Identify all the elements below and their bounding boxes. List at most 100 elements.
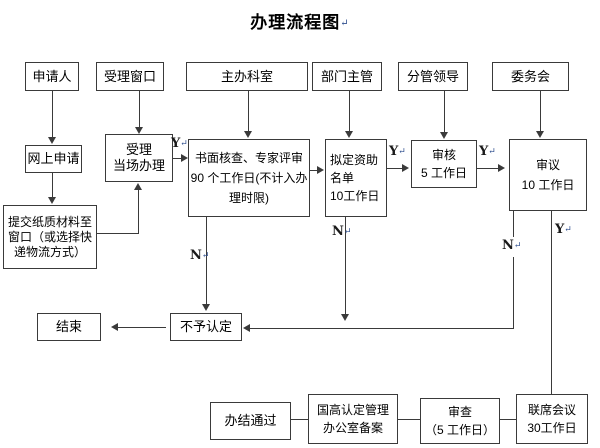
- node-office-filing-line-0: 国高认定管理: [316, 403, 389, 417]
- edge-label-yes-deliberate-to-joint: Y↵: [555, 222, 572, 237]
- node-joint-conference-line-1: 30工作日: [527, 421, 577, 435]
- node-draft-funding-list-line-0: 拟定资助: [330, 153, 379, 167]
- lane-header-applicant[interactable]: 申请人: [25, 62, 79, 91]
- lane-header-committee-meeting-label: 委务会: [510, 68, 550, 84]
- lane-header-host-department-label: 主办科室: [220, 68, 273, 84]
- node-completed-approved-line-0: 办结通过: [224, 413, 277, 428]
- arrowhead-submit-to-accept: [134, 183, 142, 190]
- connector-reject-to-end: [118, 327, 166, 328]
- edge-label-no-deliberate-reject: N↵: [502, 238, 521, 253]
- arrowhead-draft-reject: [341, 314, 349, 321]
- arrowhead-online-to-submit: [48, 197, 56, 204]
- node-office-filing-line-1: 办公室备案: [322, 421, 383, 435]
- connector-deliberate-reject-v1: [513, 211, 514, 237]
- edge-label-no-deliberate-text: N: [502, 238, 514, 253]
- node-examination-line-1: （5 工作日）: [424, 423, 495, 437]
- edge-label-no-review-reject: N↵: [190, 248, 209, 263]
- edge-label-no-draft-text: N: [332, 224, 344, 239]
- lane-header-applicant-label: 申请人: [32, 68, 72, 84]
- node-verification-line-1: 5 工作日: [420, 166, 467, 180]
- node-end-line-0: 结束: [55, 319, 82, 334]
- edge-label-yes-draft-to-verify: Y↵: [389, 144, 406, 159]
- node-examination[interactable]: 审查 （5 工作日）: [420, 398, 500, 444]
- node-deliberation[interactable]: 审议 10 工作日: [509, 139, 587, 211]
- node-end[interactable]: 结束: [37, 313, 101, 341]
- edge-label-yes-verify-text: Y: [479, 144, 489, 159]
- connector-committee-to-deliberate: [540, 91, 541, 132]
- connector-deliberate-reject-h: [250, 328, 514, 329]
- node-accept-on-site-line-0: 受理: [125, 142, 152, 157]
- node-draft-funding-list-line-2: 10工作日: [330, 189, 380, 203]
- node-online-application[interactable]: 网上申请: [25, 145, 82, 173]
- node-deliberation-line-1: 10 工作日: [521, 178, 575, 192]
- connector-draft-reject-v: [345, 217, 346, 315]
- edge-label-yes-joint-mark: ↵: [564, 225, 572, 235]
- node-document-review-line-1: 90 个工作日(不计入办: [190, 171, 308, 185]
- connector-applicant-to-online: [52, 91, 53, 138]
- edge-label-yes-verify-to-deliberate: Y↵: [479, 144, 496, 159]
- connector-joint-to-examination: [500, 419, 517, 420]
- connector-verify-to-deliberate: [477, 168, 499, 169]
- connector-leader-to-verify: [444, 91, 445, 133]
- connector-division-to-draft: [349, 91, 350, 132]
- node-document-review-expert-evaluation[interactable]: 书面核查、专家评审 90 个工作日(不计入办 理时限): [188, 139, 310, 217]
- arrowhead-review-reject: [202, 304, 210, 311]
- connector-accept-to-review: [173, 158, 184, 159]
- node-joint-conference[interactable]: 联席会议 30工作日: [516, 394, 588, 444]
- page-title-text: 办理流程图: [250, 13, 341, 33]
- lane-header-host-department[interactable]: 主办科室: [186, 62, 308, 91]
- node-accept-on-site[interactable]: 受理 当场办理: [105, 134, 173, 182]
- node-document-review-line-2: 理时限): [229, 191, 269, 205]
- node-joint-conference-line-0: 联席会议: [527, 403, 576, 417]
- node-submit-paper-materials-line-2: 递物流方式）: [13, 244, 86, 259]
- arrowhead-deliberate-reject: [243, 324, 250, 332]
- node-accept-on-site-line-1: 当场办理: [112, 158, 165, 173]
- node-online-application-line-0: 网上申请: [27, 151, 80, 166]
- connector-host-to-review: [248, 91, 249, 132]
- edge-label-no-deliberate-mark: ↵: [513, 241, 522, 251]
- connector-filing-to-completed: [291, 419, 309, 420]
- connector-online-to-submit: [52, 173, 53, 198]
- node-national-high-tech-office-filing[interactable]: 国高认定管理 办公室备案: [308, 394, 398, 444]
- edge-label-yes-accept-text: Y: [171, 136, 181, 151]
- node-submit-paper-materials[interactable]: 提交纸质材料至 窗口（或选择快 递物流方式）: [3, 205, 97, 269]
- arrowhead-review-to-draft: [317, 166, 324, 174]
- connector-deliberate-to-joint: [551, 211, 552, 394]
- lane-header-acceptance-window-label: 受理窗口: [103, 68, 156, 84]
- lane-header-division-manager-label: 部门主管: [320, 68, 373, 84]
- lane-header-committee-meeting[interactable]: 委务会: [492, 62, 569, 91]
- node-submit-paper-materials-line-0: 提交纸质材料至: [7, 214, 92, 229]
- edge-label-yes-accept-to-review: Y↵: [171, 136, 188, 151]
- node-not-recognized-line-0: 不予认定: [179, 319, 232, 334]
- node-submit-paper-materials-line-1: 窗口（或选择快: [7, 229, 92, 244]
- node-verification[interactable]: 审核 5 工作日: [411, 140, 477, 188]
- arrowhead-committee-to-deliberate: [536, 131, 544, 138]
- connector-review-to-draft: [310, 170, 318, 171]
- node-not-recognized[interactable]: 不予认定: [170, 313, 242, 341]
- connector-window-to-accept: [139, 91, 140, 128]
- arrowhead-applicant-to-online: [48, 137, 56, 144]
- lane-header-supervising-leader-label: 分管领导: [406, 68, 459, 84]
- node-completed-approved[interactable]: 办结通过: [210, 402, 291, 440]
- connector-submit-to-accept-v: [138, 190, 139, 233]
- edge-label-no-review-text: N: [190, 248, 202, 263]
- lane-header-division-manager[interactable]: 部门主管: [312, 62, 382, 91]
- connector-examination-to-filing: [398, 419, 421, 420]
- edge-label-no-draft-reject: N↵: [332, 224, 351, 239]
- edge-label-no-draft-mark: ↵: [343, 227, 352, 237]
- edge-label-yes-draft-text: Y: [389, 144, 399, 159]
- edge-label-yes-joint-text: Y: [555, 222, 565, 237]
- arrowhead-division-to-draft: [345, 131, 353, 138]
- arrowhead-host-to-review: [244, 131, 252, 138]
- arrowhead-window-to-accept: [135, 127, 143, 134]
- connector-draft-to-verify: [387, 168, 403, 169]
- lane-header-acceptance-window[interactable]: 受理窗口: [96, 62, 164, 91]
- edge-label-yes-verify-mark: ↵: [488, 147, 496, 157]
- node-draft-funding-list[interactable]: 拟定资助 名单 10工作日: [325, 139, 387, 217]
- lane-header-supervising-leader[interactable]: 分管领导: [398, 62, 468, 91]
- node-verification-line-0: 审核: [431, 148, 456, 162]
- arrowhead-accept-to-review: [181, 154, 188, 162]
- arrowhead-draft-to-verify: [402, 164, 409, 172]
- paragraph-mark: ↵: [340, 18, 350, 29]
